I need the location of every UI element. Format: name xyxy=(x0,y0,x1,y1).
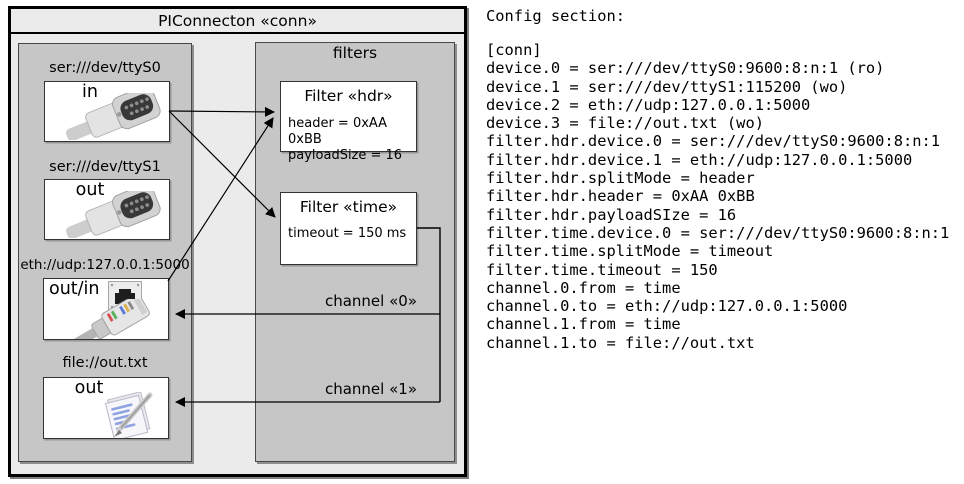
direction-label: out xyxy=(74,378,104,398)
direction-label: in xyxy=(82,82,98,102)
device-url-label: ser:///dev/ttyS1 xyxy=(49,159,161,175)
channel-1-label: channel «1» xyxy=(324,380,417,398)
serial-connector-icon xyxy=(66,191,161,238)
config-section-heading: Config section: xyxy=(486,7,625,25)
device-box-ethernet: out/in xyxy=(43,278,169,340)
direction-label: out/in xyxy=(49,279,100,299)
filter-box-time: Filter «time» timeout = 150 ms xyxy=(280,192,417,265)
config-section-text: [conn] device.0 = ser:///dev/ttyS0:9600:… xyxy=(486,41,950,352)
notepad-icon xyxy=(104,392,153,438)
filter-title: Filter «hdr» xyxy=(304,87,393,105)
channel-0-label: channel «0» xyxy=(324,292,417,310)
device-box-serial-in: in xyxy=(44,81,170,142)
device-url-label: eth://udp:127.0.0.1:5000 xyxy=(20,257,190,273)
filter-properties: timeout = 150 ms xyxy=(288,226,416,242)
serial-connector-icon xyxy=(66,93,161,140)
direction-label: out xyxy=(75,180,105,200)
filter-property: timeout = 150 ms xyxy=(288,226,407,241)
filter-properties: header = 0xAA 0xBB payloadSize = 16 xyxy=(288,116,416,164)
filters-group-title: filters xyxy=(332,44,378,62)
device-url-label: ser:///dev/ttyS0 xyxy=(49,60,161,76)
ethernet-connector-icon xyxy=(72,299,150,339)
filter-title: Filter «time» xyxy=(299,198,398,216)
device-box-file: out xyxy=(43,377,169,439)
filter-box-hdr: Filter «hdr» header = 0xAA 0xBB payloadS… xyxy=(280,81,417,163)
piconnection-title: PIConnecton «conn» xyxy=(11,9,464,34)
device-box-serial-out: out xyxy=(44,179,170,240)
device-url-label: file://out.txt xyxy=(62,355,148,371)
filter-property: payloadSize = 16 xyxy=(288,148,403,163)
filter-property: header = 0xAA 0xBB xyxy=(288,116,388,147)
